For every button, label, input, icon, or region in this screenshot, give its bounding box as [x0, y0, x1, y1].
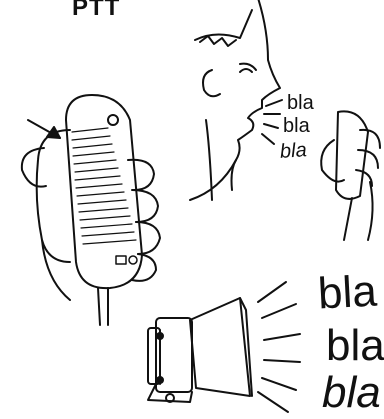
small-microphone-hand [321, 111, 380, 240]
speaker-word-2: bla [326, 321, 384, 371]
speech-word-3: bla [279, 139, 307, 164]
speaking-person-profile-icon [190, 0, 282, 200]
speaker-word-3: bla [322, 368, 381, 418]
arrow-pointing-to-button-icon [28, 120, 60, 138]
speaker-word-1: bla [317, 266, 378, 319]
handheld-microphone-icon [22, 95, 160, 325]
horn-loudspeaker-icon [148, 282, 300, 412]
speech-word-2: bla [283, 115, 310, 138]
ptt-label: PTT [72, 0, 120, 22]
speech-word-1: bla [287, 92, 314, 115]
